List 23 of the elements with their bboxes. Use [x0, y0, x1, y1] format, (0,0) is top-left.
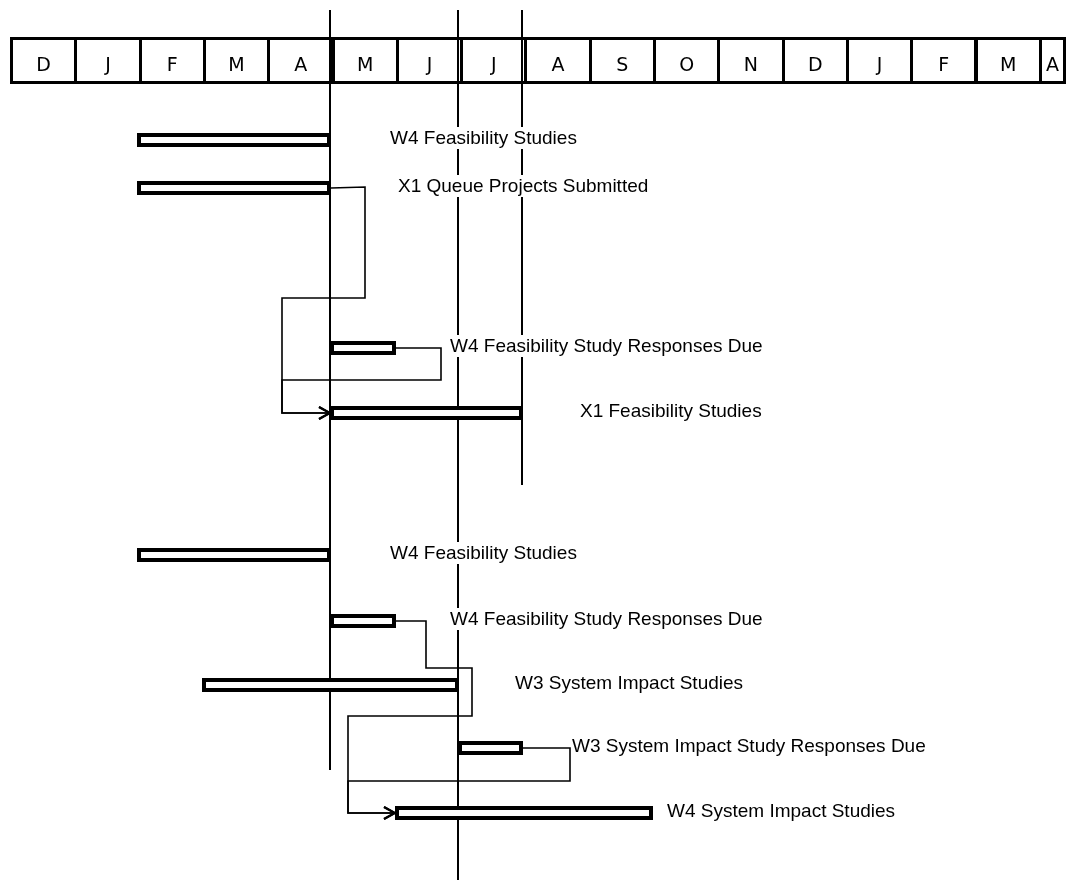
task-label: W4 Feasibility Studies	[390, 542, 577, 564]
task-bar	[137, 181, 331, 195]
task-bar	[202, 678, 459, 692]
task-label: W4 Feasibility Study Responses Due	[450, 335, 763, 357]
arrow	[281, 347, 442, 420]
task-bar	[330, 406, 523, 420]
month-cell: N	[717, 37, 785, 84]
task-bar	[395, 806, 653, 820]
month-cell: A	[267, 37, 335, 84]
month-cell: A	[524, 37, 592, 84]
month-cell: J	[74, 37, 142, 84]
task-bar	[330, 341, 396, 355]
arrow	[347, 747, 571, 820]
task-bar	[330, 614, 396, 628]
month-cell: M	[974, 37, 1042, 84]
month-cell: F	[910, 37, 978, 84]
task-bar	[137, 548, 331, 562]
task-bar	[458, 741, 523, 755]
task-label: X1 Queue Projects Submitted	[398, 175, 649, 197]
task-label: W4 Feasibility Studies	[390, 127, 577, 149]
task-label: W4 Feasibility Study Responses Due	[450, 608, 763, 630]
month-cell: M	[331, 37, 399, 84]
task-bar	[137, 133, 331, 147]
